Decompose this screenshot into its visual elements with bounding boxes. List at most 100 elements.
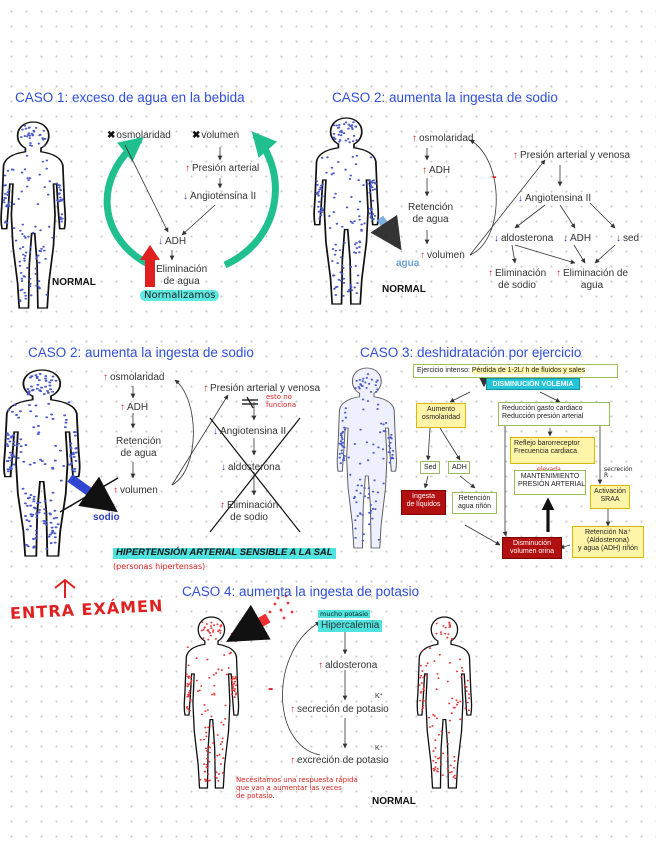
- body-dot: [367, 523, 371, 526]
- body-dot: [195, 679, 198, 682]
- body-dot: [6, 191, 10, 194]
- caso4-title: CASO 4: aumenta la ingesta de potasio: [182, 584, 420, 599]
- body-dot: [320, 156, 324, 159]
- body-dot: [440, 763, 443, 766]
- body-dot: [12, 203, 16, 206]
- body-dot: [23, 235, 26, 238]
- body-dot: [231, 684, 234, 686]
- body-dot: [355, 247, 359, 250]
- body-dot: [219, 629, 222, 632]
- body-dot: [448, 719, 452, 722]
- body-dot: [207, 779, 210, 782]
- body-dot: [207, 628, 210, 631]
- body-dot: [5, 460, 9, 463]
- body-dot: [361, 380, 364, 383]
- body-dot: [376, 491, 380, 494]
- body-figure-caso2a: [313, 117, 380, 305]
- body-dot: [207, 638, 210, 641]
- caso3-reduccion1: Reducción gasto cardiaco: [502, 405, 583, 412]
- body-dot: [189, 682, 192, 685]
- body-dot: [28, 137, 31, 140]
- body-dot: [351, 222, 354, 225]
- body-dot: [339, 271, 342, 274]
- caso3-ejercicio-hl: Pérdida de 1-2L/ h de fluidos y sales: [471, 367, 586, 374]
- body-dot: [19, 438, 23, 441]
- body-dot: [467, 693, 470, 696]
- body-dot: [34, 529, 38, 532]
- body-dot: [27, 126, 31, 129]
- body-dot: [383, 430, 387, 433]
- body-dot: [44, 379, 48, 382]
- body-dot: [56, 523, 60, 526]
- body-dot: [340, 264, 344, 267]
- body-dot: [47, 225, 51, 228]
- body-dot: [186, 682, 189, 685]
- body-dot: [34, 267, 38, 270]
- body-dot: [371, 212, 375, 215]
- body-dot: [455, 699, 458, 702]
- body-dot: [354, 125, 358, 128]
- body-dot: [188, 709, 191, 712]
- body-dot: [59, 196, 62, 199]
- body-dot: [418, 699, 422, 702]
- body-dot: [6, 437, 10, 440]
- body-dot: [67, 401, 71, 404]
- body-dot: [466, 679, 469, 682]
- body-dot: [69, 447, 73, 450]
- body-dot: [234, 680, 237, 683]
- body-dot: [7, 188, 11, 191]
- body-dot: [319, 187, 323, 190]
- body-dot: [15, 444, 19, 447]
- body-dot: [3, 174, 7, 177]
- body-dot: [29, 494, 33, 497]
- body-dot: [22, 253, 25, 256]
- body-dot: [213, 775, 216, 778]
- body-dot: [453, 760, 456, 762]
- body-dot: [5, 432, 9, 435]
- body-dot: [341, 266, 345, 269]
- body-dot: [422, 704, 425, 707]
- body-dot: [26, 545, 30, 548]
- body-dot: [343, 426, 346, 429]
- body-dot: [43, 249, 46, 252]
- body-dot: [349, 125, 352, 128]
- body-dot: [186, 646, 189, 649]
- body-dot: [434, 739, 437, 742]
- body-dot: [217, 773, 221, 775]
- body-dot: [378, 431, 382, 434]
- body-dot: [355, 379, 358, 382]
- body-dot: [215, 672, 218, 674]
- body-dot: [48, 533, 52, 536]
- body-dot: [51, 236, 54, 239]
- body-dot: [205, 735, 208, 738]
- caso4-hipercalemia: Hipercalemia: [318, 620, 383, 632]
- caso2b-sodio-label: sodio: [93, 512, 120, 523]
- body-dot: [461, 670, 464, 672]
- body-dot: [358, 378, 362, 381]
- body-dot: [332, 132, 336, 135]
- body-dot: [358, 251, 361, 254]
- body-dot: [321, 195, 324, 198]
- body-dot: [354, 519, 357, 522]
- body-dot: [216, 734, 219, 736]
- body-dot: [212, 629, 215, 632]
- body-dot: [347, 127, 350, 130]
- body-dot: [4, 192, 7, 195]
- body-dot: [338, 452, 341, 455]
- body-dot: [35, 284, 38, 287]
- body-dot: [57, 192, 61, 195]
- body-dot: [42, 145, 46, 148]
- body-dot: [232, 689, 235, 692]
- caso3-mantenimiento-box: MANTENIMIENTO PRESIÓN ARTERIAL: [514, 470, 586, 495]
- body-dot: [435, 622, 438, 625]
- caso2b-eliminacion: Eliminación de sodio: [220, 500, 278, 523]
- body-dot: [370, 378, 373, 381]
- body-dot: [371, 507, 375, 510]
- body-dot: [371, 179, 374, 182]
- body-dot: [366, 459, 370, 462]
- body-dot: [28, 463, 32, 466]
- body-dot: [228, 652, 231, 655]
- body-dot: [32, 500, 36, 503]
- body-dot: [234, 688, 237, 690]
- caso2b-presion: Presión arterial y venosa: [203, 383, 320, 395]
